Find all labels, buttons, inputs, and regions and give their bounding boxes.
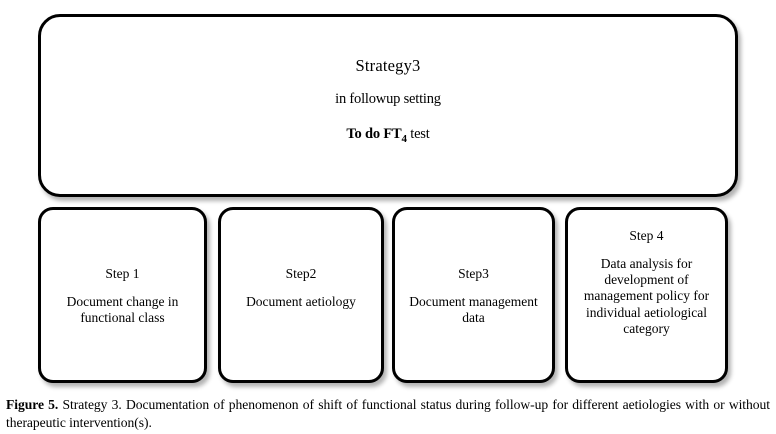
step-4-text-block: Step 4 Data analysis for development of …: [572, 228, 721, 338]
step-1-text-block: Step 1 Document change in functional cla…: [45, 266, 200, 326]
figure-caption: Figure 5. Strategy 3. Documentation of p…: [6, 396, 770, 433]
strategy-test-prefix: To do FT: [346, 126, 402, 143]
strategy-box: Strategy3 in followup setting To do FT4 …: [38, 14, 738, 197]
strategy-test-suffix: test: [406, 126, 430, 143]
step-2-description: Document aetiology: [246, 293, 356, 309]
strategy-title: Strategy3: [355, 56, 421, 75]
step-3-label: Step3: [458, 266, 489, 281]
step-4-description: Data analysis for development of managem…: [583, 255, 710, 337]
strategy-test-line: To do FT4 test: [41, 126, 735, 146]
strategy-text-block: Strategy3 in followup setting To do FT4 …: [41, 56, 735, 146]
step-2-text-block: Step2 Document aetiology: [225, 266, 377, 310]
step-1-label: Step 1: [105, 266, 140, 281]
step-box-4: Step 4 Data analysis for development of …: [565, 207, 728, 383]
figure-caption-lead: Figure 5.: [6, 397, 59, 412]
step-3-description: Document management data: [409, 293, 538, 325]
step-box-1: Step 1 Document change in functional cla…: [38, 207, 207, 383]
step-4-label: Step 4: [629, 228, 664, 243]
step-2-label: Step2: [285, 266, 317, 281]
step-1-description: Document change in functional class: [66, 293, 179, 325]
step-box-3: Step3 Document management data: [392, 207, 555, 383]
step-box-2: Step2 Document aetiology: [218, 207, 384, 383]
strategy-test-subscript: 4: [401, 133, 408, 146]
step-3-text-block: Step3 Document management data: [399, 266, 548, 326]
figure-caption-body: Strategy 3. Documentation of phenomenon …: [6, 397, 771, 431]
strategy-subtitle: in followup setting: [335, 91, 441, 108]
